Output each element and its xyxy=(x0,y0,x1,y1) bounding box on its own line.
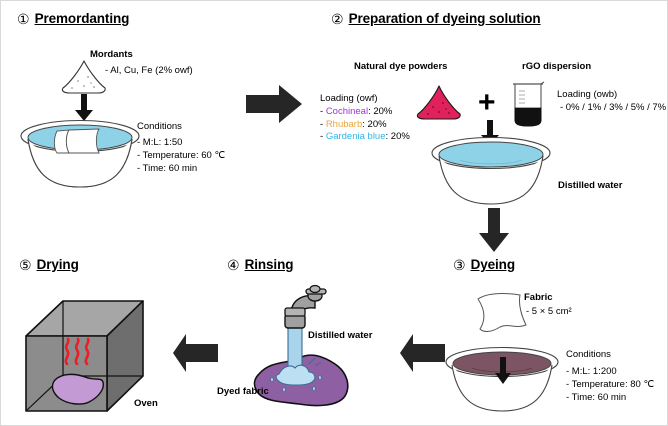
step2-title: Preparation of dyeing solution xyxy=(348,11,541,26)
dye-value-cochineal: 20% xyxy=(373,106,393,117)
distilled-water-label-step4: Distilled water xyxy=(308,330,373,341)
step1-conditions-title: Conditions xyxy=(137,121,182,132)
dye-colon: : xyxy=(368,106,374,117)
step3-header: ③ Dyeing xyxy=(453,257,515,272)
rgo-beaker-icon xyxy=(511,80,545,128)
step5-header: ⑤ Drying xyxy=(19,257,79,272)
step5-title: Drying xyxy=(36,257,79,272)
arrow-step4-to-step5 xyxy=(172,332,218,374)
step1-condition-ml: - M:L: 1:50 xyxy=(137,137,183,148)
dye-loading-list: - Cochineal: 20% - Rhubarb: 20% - Garden… xyxy=(320,106,410,144)
step3-number: ③ xyxy=(453,256,466,273)
dye-value-gardenia-blue: 20% xyxy=(390,131,410,143)
step5-number: ⑤ xyxy=(19,256,32,273)
mordants-detail: - Al, Cu, Fe (2% owf) xyxy=(105,65,193,76)
step3-condition-ml: - M:L: 1:200 xyxy=(566,366,617,377)
fabric-size: - 5 × 5 cm² xyxy=(526,306,572,317)
step1-header: ① Premordanting xyxy=(17,11,129,26)
plus-symbol: + xyxy=(478,86,496,119)
step3-conditions-title: Conditions xyxy=(566,349,611,360)
step4-title: Rinsing xyxy=(244,257,294,272)
step1-title: Premordanting xyxy=(34,11,130,26)
loading-owb-title: Loading (owb) xyxy=(557,89,618,100)
fabric-label: Fabric xyxy=(524,292,553,303)
dye-item-cochineal: - Cochineal: 20% xyxy=(320,106,410,119)
step2-number: ② xyxy=(331,10,344,27)
dye-item-gardenia-blue: - Gardenia blue: 20% xyxy=(320,131,410,144)
step4-header: ④ Rinsing xyxy=(227,257,293,272)
arrow-step1-to-step2 xyxy=(246,83,304,125)
mordant-powder-pile-icon xyxy=(58,59,110,95)
dye-name-gardenia-blue: Gardenia blue xyxy=(325,131,386,143)
natural-dye-powders-label: Natural dye powders xyxy=(354,61,448,72)
mordants-label: Mordants xyxy=(90,49,133,60)
dye-colon: : xyxy=(362,118,368,130)
dye-powder-pile-icon xyxy=(413,84,465,122)
dye-name-cochineal: Cochineal xyxy=(325,106,369,117)
oven-icon xyxy=(23,298,147,416)
distilled-water-label-step2: Distilled water xyxy=(558,180,623,191)
loading-owb-values: - 0% / 1% / 3% / 5% / 7% xyxy=(560,102,667,113)
dye-name-rhubarb: Rhubarb xyxy=(325,118,363,130)
step3-condition-time: - Time: 60 min xyxy=(566,392,627,403)
arrow-step3-to-step4 xyxy=(399,332,445,374)
arrow-mordant-into-bath xyxy=(73,94,95,122)
dye-value-rhubarb: 20% xyxy=(367,118,387,130)
loading-owf-title: Loading (owf) xyxy=(320,93,378,104)
dye-dash: - xyxy=(320,118,326,130)
step3-title: Dyeing xyxy=(470,257,516,272)
step2-header: ② Preparation of dyeing solution xyxy=(331,11,541,26)
dyed-fabric-label: Dyed fabric xyxy=(217,386,269,397)
dyeing-bath-icon xyxy=(444,346,560,416)
step1-number: ① xyxy=(17,10,30,27)
rgo-dispersion-label: rGO dispersion xyxy=(522,61,592,72)
premordanting-bath-icon xyxy=(19,119,141,191)
dye-item-rhubarb: - Rhubarb: 20% xyxy=(320,119,410,132)
step3-condition-temperature: - Temperature: 80 ℃ xyxy=(566,379,655,390)
fabric-swatch-icon xyxy=(474,291,532,337)
distilled-water-bath-icon xyxy=(430,136,552,208)
step1-condition-time: - Time: 60 min xyxy=(137,163,198,174)
step1-condition-temperature: - Temperature: 60 ℃ xyxy=(137,150,226,161)
oven-label: Oven xyxy=(134,398,158,409)
dye-dash: - xyxy=(320,131,326,143)
arrow-fabric-into-dyebath xyxy=(493,357,513,385)
rinsing-illustration xyxy=(241,284,371,411)
step4-number: ④ xyxy=(227,256,240,273)
dye-colon: : xyxy=(385,131,391,143)
arrow-step2-to-step3 xyxy=(478,208,510,253)
dye-dash: - xyxy=(320,106,326,117)
